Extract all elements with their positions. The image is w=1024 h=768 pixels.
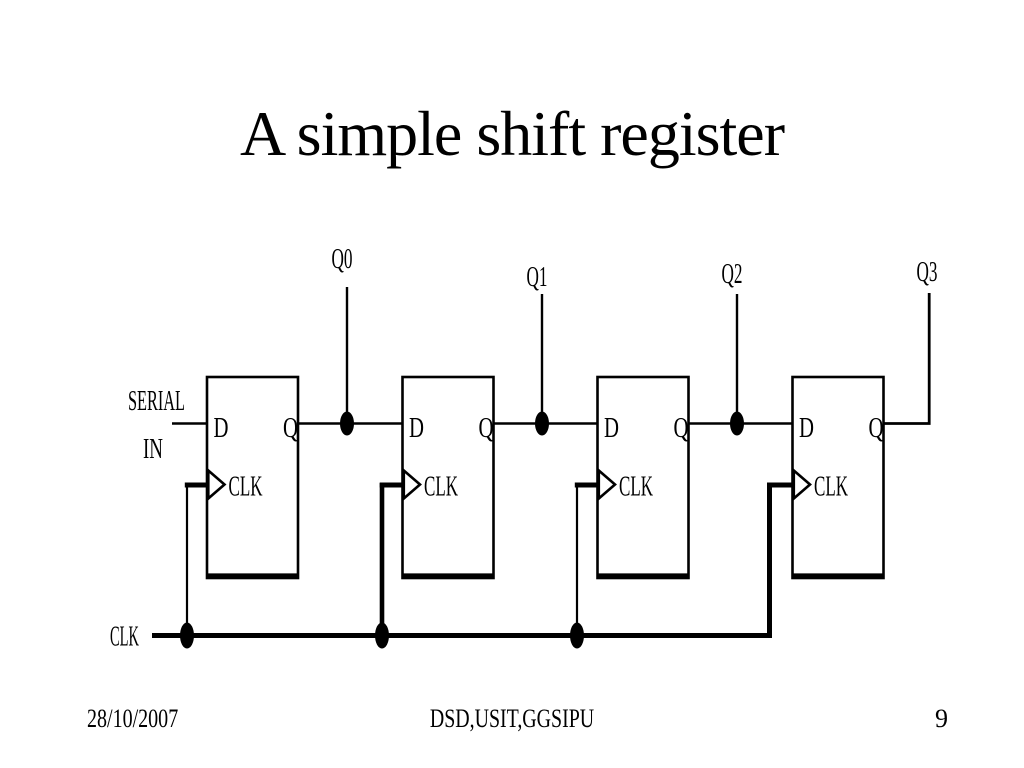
q-output-label: Q [283, 413, 298, 444]
clock-bus-label: CLK [110, 622, 139, 653]
junction-dot-clk2 [570, 622, 584, 649]
d-input-label: D [604, 413, 619, 444]
d-input-label: D [214, 413, 229, 444]
q-output-label: Q [869, 413, 884, 444]
q2-label: Q2 [722, 259, 743, 290]
serial-in-label-line1: SERIAL [128, 386, 185, 417]
clock-edge-triangle-icon [207, 467, 227, 502]
junction-dot-clk1 [375, 622, 389, 649]
d-input-label: D [409, 413, 424, 444]
clk-input-label: CLK [229, 472, 263, 503]
flipflop-1: D Q CLK [401, 375, 495, 580]
q-output-label: Q [479, 413, 494, 444]
slide-title: A simple shift register [239, 98, 785, 169]
q0-label: Q0 [332, 244, 353, 275]
junction-dot-clk0 [180, 622, 194, 649]
q1-label: Q1 [527, 262, 548, 293]
q-output-label: Q [674, 413, 689, 444]
clk-input-label: CLK [424, 472, 458, 503]
junction-dot-q0 [340, 411, 354, 436]
flipflop-3: D Q CLK [791, 375, 885, 580]
wire-q3-output [881, 293, 931, 425]
flipflop-0: D Q CLK [205, 375, 300, 580]
serial-in-label-line2: IN [143, 434, 163, 465]
footer-center-text: DSD,USIT,GGSIPU [429, 704, 595, 733]
clock-bus-wire [152, 482, 792, 638]
footer-date: 28/10/2007 [87, 704, 179, 733]
clock-edge-triangle-icon [402, 467, 422, 502]
clk-input-label: CLK [814, 472, 848, 503]
clock-edge-triangle-icon [597, 467, 617, 502]
junction-dot-q2 [730, 411, 744, 436]
footer-page-number: 9 [935, 704, 948, 733]
flipflop-2: D Q CLK [596, 375, 690, 580]
clk-input-label: CLK [619, 472, 653, 503]
q3-label: Q3 [917, 257, 938, 288]
d-input-label: D [799, 413, 814, 444]
clock-edge-triangle-icon [792, 467, 812, 502]
flipflop-body [401, 375, 495, 580]
junction-dot-q1 [535, 411, 549, 436]
flipflop-body [791, 375, 885, 580]
